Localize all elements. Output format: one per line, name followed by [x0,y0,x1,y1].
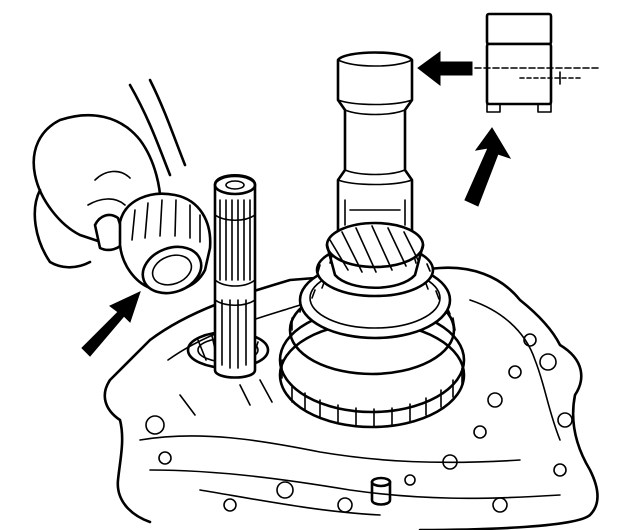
bearing-icon [118,192,212,295]
arrow-icon [464,127,512,207]
input-shaft-icon [325,51,425,290]
arrow-icon [417,51,473,87]
transmission-case-icon [103,266,599,530]
countershaft-icon [213,174,257,379]
arrow-icon [81,291,141,357]
inset-detail-icon [474,12,601,113]
